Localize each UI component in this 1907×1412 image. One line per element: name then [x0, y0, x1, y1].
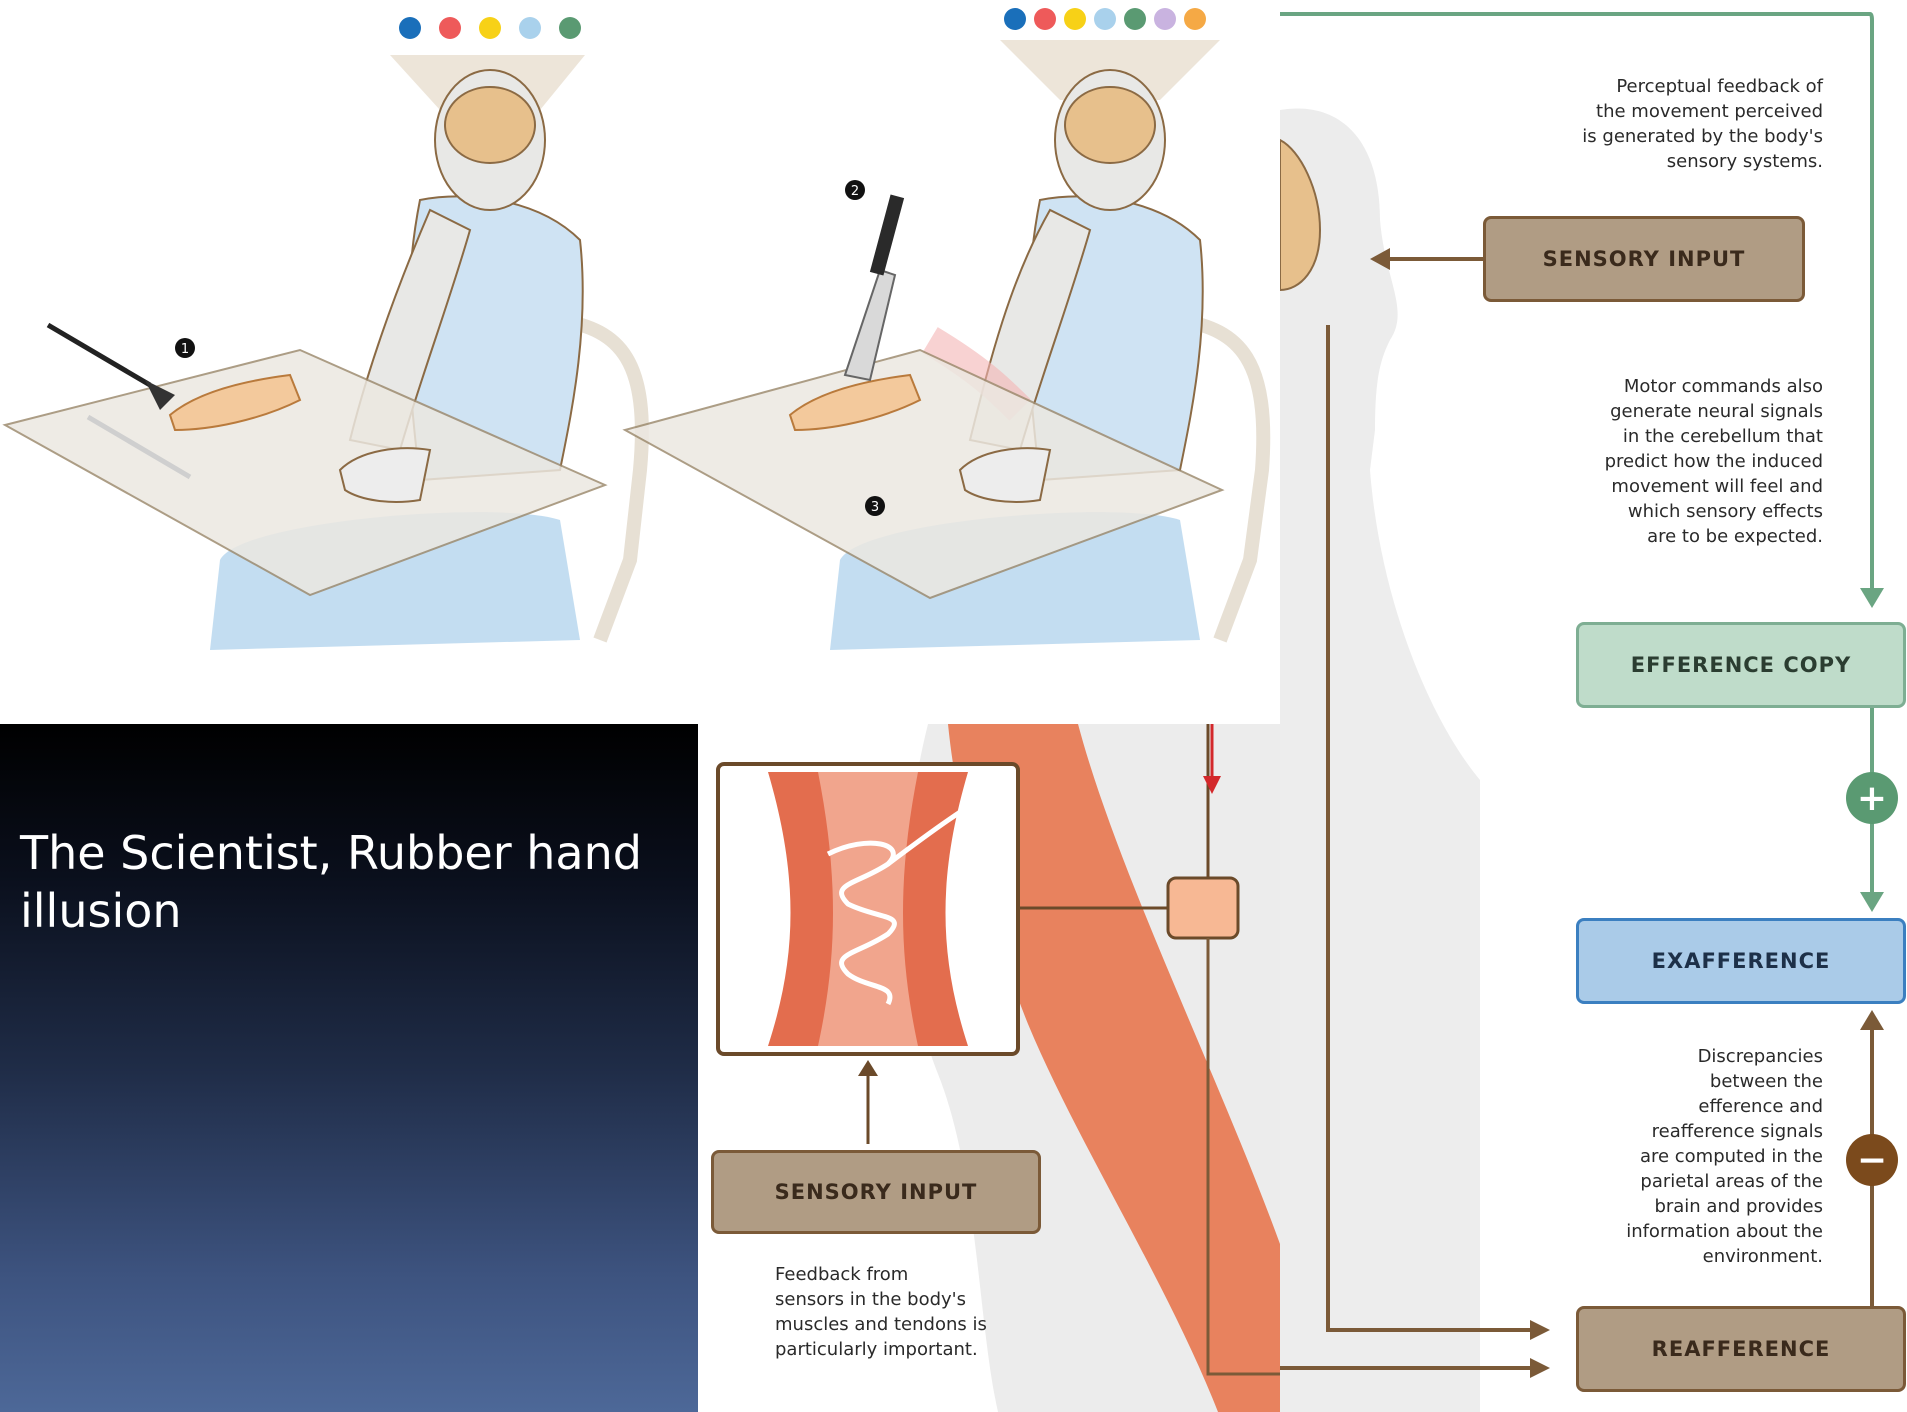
perceptual-feedback-note: Perceptual feedback of the movement perc…: [1540, 74, 1823, 174]
motor-commands-note: Motor commands also generate neural sign…: [1540, 374, 1823, 549]
minus-symbol: −: [1857, 1140, 1887, 1181]
left-scene: 1: [5, 17, 642, 650]
slide-title: The Scientist, Rubber hand illusion: [20, 824, 680, 940]
right-scene: 2 3: [625, 8, 1263, 650]
reafference-box: REAFFERENCE: [1576, 1306, 1906, 1392]
reafference-label: REAFFERENCE: [1652, 1337, 1831, 1361]
color-dots-right: [1004, 8, 1206, 30]
step-3-label: 3: [871, 500, 879, 515]
brain-icon: [445, 87, 535, 163]
sensory-input-bottom-label: SENSORY INPUT: [775, 1180, 978, 1204]
brain-icon-right: [1065, 87, 1155, 163]
feedback-note: Feedback from sensors in the body's musc…: [775, 1262, 1035, 1362]
reafference-up-arrow: [1860, 1010, 1884, 1030]
reafference-arrow-upper: [1530, 1320, 1550, 1340]
brush-icon: [48, 325, 150, 385]
color-dot: [1064, 8, 1086, 30]
exafference-box: EXAFFERENCE: [1576, 918, 1906, 1004]
exafference-arrow-head: [1860, 892, 1884, 912]
color-dot: [1154, 8, 1176, 30]
color-dot: [479, 17, 501, 39]
color-dot: [1094, 8, 1116, 30]
rubber-hand-illustration: 1 2 3: [0, 0, 1280, 724]
color-dot: [519, 17, 541, 39]
shoulder-silhouette: [1280, 470, 1480, 1412]
color-dot: [399, 17, 421, 39]
sensory-input-top-box: SENSORY INPUT: [1483, 216, 1805, 302]
color-dot: [559, 17, 581, 39]
discrepancies-note: Discrepancies between the efference and …: [1560, 1044, 1823, 1269]
efference-copy-box: EFFERENCE COPY: [1576, 622, 1906, 708]
sensory-input-bottom-box: SENSORY INPUT: [711, 1150, 1041, 1234]
color-dot: [1184, 8, 1206, 30]
sensory-input-top-label: SENSORY INPUT: [1543, 247, 1746, 271]
efference-copy-label: EFFERENCE COPY: [1631, 653, 1851, 677]
color-dot: [1004, 8, 1026, 30]
step-2-label: 2: [851, 184, 859, 199]
muscle-sample-marker: [1168, 878, 1238, 938]
color-dot: [1034, 8, 1056, 30]
efference-arrow-head: [1860, 588, 1884, 608]
knife-handle: [870, 195, 904, 276]
step-1-label: 1: [181, 342, 189, 357]
color-dot: [439, 17, 461, 39]
color-dot: [1124, 8, 1146, 30]
muscle-spindle: [818, 772, 918, 1046]
reafference-arrow-lower: [1530, 1358, 1550, 1378]
exafference-label: EXAFFERENCE: [1652, 949, 1831, 973]
plus-symbol: +: [1857, 778, 1887, 819]
color-dots-left: [399, 17, 581, 39]
